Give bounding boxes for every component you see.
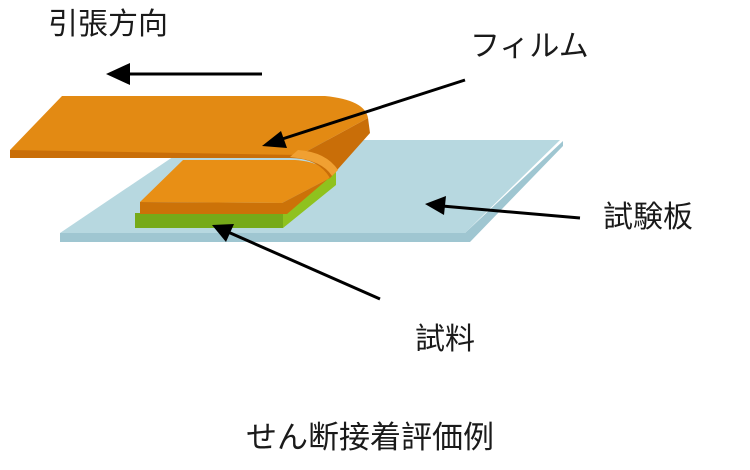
film-lower-top: [140, 160, 330, 203]
test-plate-pointer-arrowhead: [425, 196, 446, 215]
film-label: フィルム: [470, 29, 589, 64]
film-lower-side: [140, 172, 336, 214]
film-fold: [290, 150, 338, 176]
film-pointer-arrow: [275, 78, 466, 143]
sample-front: [135, 213, 283, 228]
sample-label: 試料: [415, 322, 475, 357]
sample-side: [283, 172, 336, 228]
pull-direction-label: 引張方向: [48, 7, 168, 42]
pull-direction-arrowhead: [106, 63, 130, 85]
sample-layer: [135, 172, 336, 228]
sample-pointer-arrowhead: [212, 224, 234, 242]
test-plate-label: 試験板: [603, 200, 693, 235]
sample-pointer-arrow: [227, 230, 381, 301]
figure-caption: せん断接着評価例: [246, 420, 494, 456]
arrows: [106, 63, 581, 301]
test-plate-pointer-arrow: [441, 204, 581, 220]
film-pointer-arrowhead: [262, 131, 287, 148]
